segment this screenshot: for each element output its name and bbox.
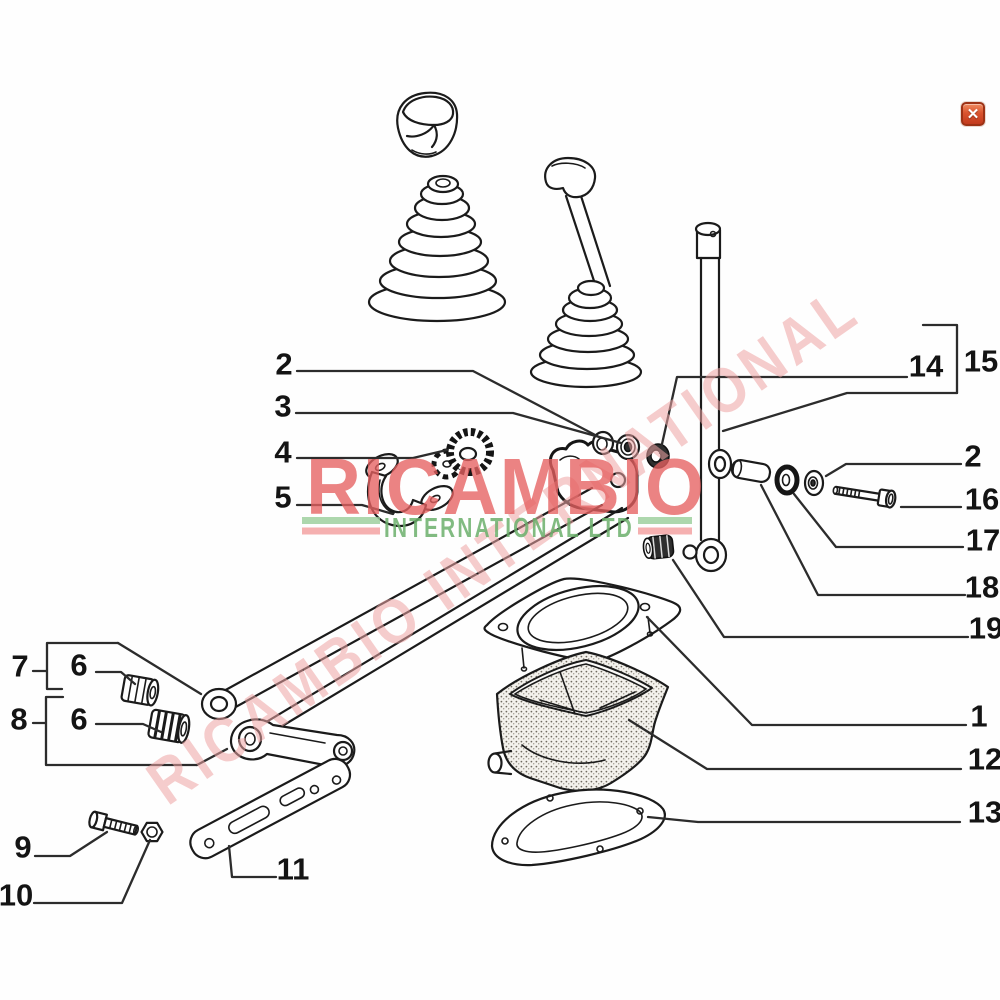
callout-17: 17 [966,523,1000,558]
callout-19: 19 [969,611,1000,646]
callout-5: 5 [274,480,291,515]
leader-6-upper [94,670,137,686]
callout-6-upper: 6 [70,648,87,683]
leader-7 [116,641,203,696]
bushing-6b-part [147,708,191,744]
leader-2-left [295,369,601,439]
nut-part-left [140,821,164,843]
callout-6-lower: 6 [70,702,87,737]
control-rod-part [694,221,733,573]
callout-10: 10 [0,878,33,913]
watermark-brand-text: RICAMBIO [306,442,706,531]
callout-8: 8 [10,702,27,737]
housing-part [487,650,670,792]
bushing-6a-part [120,674,160,707]
pivot-pin-part [730,459,772,483]
callout-15: 15 [964,344,998,379]
leader-11 [227,844,278,879]
callout-16: 16 [965,482,999,517]
gear-lever-gaiter-part [367,174,507,323]
leader-15-bracket [921,323,959,395]
callout-3: 3 [274,389,291,424]
selector-rod-a-part [200,486,604,721]
washer-part [774,464,800,496]
callout-4: 4 [274,435,292,470]
close-button[interactable]: ✕ [961,102,985,126]
callout-labels: 2 3 4 5 7 6 8 6 9 10 11 14 15 2 16 17 18… [0,344,1000,913]
callout-14: 14 [909,349,944,384]
callout-7: 7 [11,649,28,684]
leader-lines [31,323,970,905]
callout-2-right: 2 [964,439,981,474]
lower-bushing-part [642,534,698,560]
callout-18: 18 [965,570,999,605]
crank-lever-part [548,439,639,514]
leader-13 [646,815,962,824]
leader-1 [645,615,968,727]
leader-17 [792,492,965,549]
gear-knob-part [396,91,459,158]
watermark-stripe-green-right [638,517,692,524]
leader-10 [32,838,152,905]
callout-13: 13 [968,795,1000,830]
leader-15 [721,391,959,433]
leader-14 [658,375,909,455]
watermark-stripe-pink-right [638,527,692,535]
bolt-part-right [832,485,897,509]
leader-3 [294,411,623,445]
lock-nut-part [803,469,825,497]
leader-6-lower [94,722,163,734]
leader-8 [195,747,229,767]
top-gasket-part [483,577,682,685]
leader-19 [671,558,970,639]
leader-12 [627,718,963,771]
leader-2-right [824,462,963,478]
selector-rod-b-part [230,506,630,768]
watermark-stripe-pink-left [302,527,380,535]
rubber-bushing-part [646,443,670,469]
watermark-subtitle-text: INTERNATIONAL LTD [384,512,634,543]
callout-2-left: 2 [275,347,292,382]
u-clamp-part [365,452,454,528]
pivot-bushing-part [615,433,641,461]
leader-4 [295,448,449,460]
watermark-stripe-green-left [302,517,380,524]
leader-8-bracket [31,695,199,767]
bolt-part-left [88,810,140,836]
leader-7-bracket [31,641,120,691]
leader-18 [759,483,967,597]
close-icon: ✕ [966,105,980,123]
callout-9: 9 [14,830,31,865]
callout-11: 11 [277,852,310,887]
leader-9 [33,830,109,858]
support-bracket-part [189,757,352,860]
callout-1: 1 [970,699,987,734]
gear-sector-part [431,428,494,480]
callout-12: 12 [968,742,1000,777]
gear-lever-part [529,156,643,389]
leader-5 [295,503,395,516]
bottom-gasket-part [490,788,666,867]
